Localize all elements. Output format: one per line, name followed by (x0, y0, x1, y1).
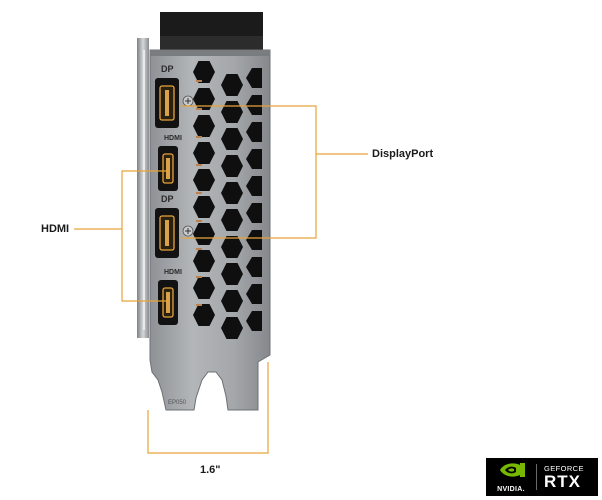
vent-hole (246, 257, 262, 277)
vent-hole (193, 115, 215, 137)
heatpipe-glint (196, 304, 202, 306)
vent-hole (193, 61, 215, 83)
port-silk-label: DP (161, 64, 174, 74)
heatpipe-glint (196, 136, 202, 138)
vent-hole (193, 142, 215, 164)
hdmi-port: HDMI (158, 269, 182, 325)
hdmi-callout-line (121, 170, 168, 302)
heatpipe-glint (196, 192, 202, 194)
vent-hole (193, 196, 215, 218)
displayport-callout-line (182, 105, 317, 239)
vent-hole (246, 230, 262, 250)
nvidia-geforce-rtx-badge: NVIDIA. GEFORCE RTX (486, 458, 598, 496)
vent-hole (193, 169, 215, 191)
vent-hole (193, 223, 215, 245)
svg-text:EP050: EP050 (168, 400, 187, 406)
heatpipe-glint (196, 220, 202, 222)
port-silk-label: HDMI (164, 269, 182, 276)
hdmi-label: HDMI (41, 223, 70, 235)
badge-separator (536, 464, 537, 490)
vent-hole (246, 311, 262, 331)
hdmi-port: HDMI (158, 135, 182, 191)
vent-hole (246, 203, 262, 223)
vent-hole (221, 263, 243, 285)
nvidia-eye-icon (500, 463, 525, 477)
width-dimension-line (147, 362, 269, 454)
vent-hole (246, 122, 262, 142)
vent-hole (221, 236, 243, 258)
port-silk-label: HDMI (164, 135, 182, 142)
vent-hole (246, 284, 262, 304)
nvidia-wordmark: NVIDIA. (497, 486, 525, 493)
displayport-port: DP (155, 194, 194, 258)
vent-hole (221, 182, 243, 204)
callout-lines (74, 105, 368, 454)
heatpipe-glint (196, 248, 202, 250)
heatpipe-glint (196, 80, 202, 82)
vent-hole (221, 155, 243, 177)
geforce-text: GEFORCE (544, 464, 584, 473)
vent-hole (246, 149, 262, 169)
vent-cutouts (193, 61, 262, 339)
vent-hole (246, 176, 262, 196)
port-silk-label: DP (161, 194, 174, 204)
vent-hole (246, 68, 262, 88)
width-label: 1.6" (200, 464, 221, 476)
vent-hole (246, 95, 262, 115)
displayport-port: DP (155, 64, 194, 128)
displayport-label: DisplayPort (372, 148, 434, 160)
vent-hole (193, 304, 215, 326)
nvidia-logo: NVIDIA. (486, 458, 536, 496)
heatpipe-glint (196, 276, 202, 278)
geforce-rtx-wordmark: GEFORCE RTX (537, 458, 598, 496)
vent-hole (193, 250, 215, 272)
vent-hole (193, 277, 215, 299)
rtx-text: RTX (544, 472, 581, 491)
vent-hole (221, 317, 243, 339)
heatpipe-glint (196, 108, 202, 110)
vent-hole (221, 209, 243, 231)
vent-hole (221, 290, 243, 312)
vent-hole (221, 128, 243, 150)
vent-hole (193, 88, 215, 110)
heatpipe-glint (196, 164, 202, 166)
vent-hole (221, 74, 243, 96)
